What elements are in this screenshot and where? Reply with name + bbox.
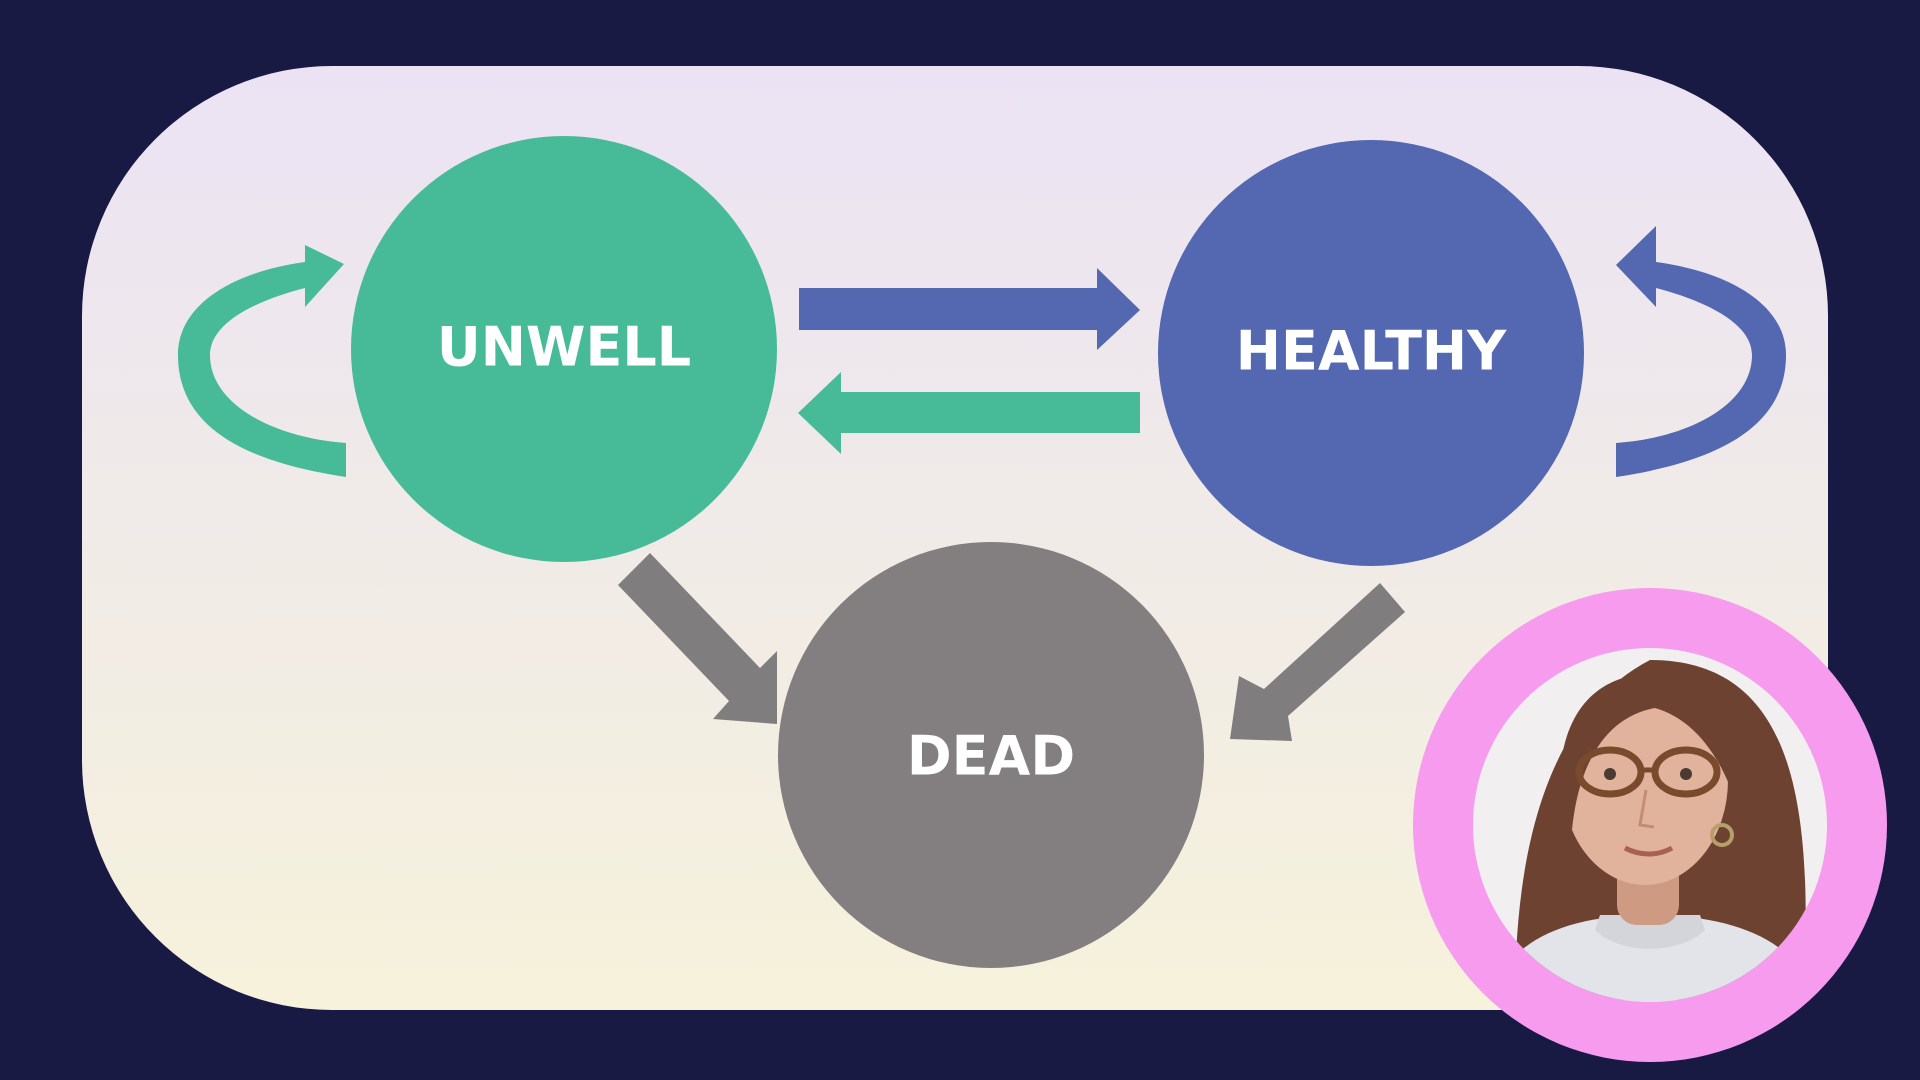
node-dead-label: DEAD	[907, 725, 1075, 788]
node-unwell: UNWELL	[351, 136, 777, 562]
node-dead: DEAD	[778, 542, 1204, 968]
node-healthy-label: HEALTHY	[1236, 320, 1507, 383]
self-loop-arrow-healthy	[1616, 226, 1786, 477]
arrow-healthy-to-dead	[1230, 583, 1405, 741]
presenter-avatar	[1413, 588, 1887, 1062]
node-unwell-label: UNWELL	[437, 316, 691, 379]
arrow-unwell-to-dead	[618, 553, 777, 724]
self-loop-arrow-unwell	[178, 245, 346, 477]
arrow-healthy-to-unwell	[798, 372, 1140, 454]
arrow-unwell-to-healthy	[799, 268, 1140, 350]
node-healthy: HEALTHY	[1158, 140, 1584, 566]
